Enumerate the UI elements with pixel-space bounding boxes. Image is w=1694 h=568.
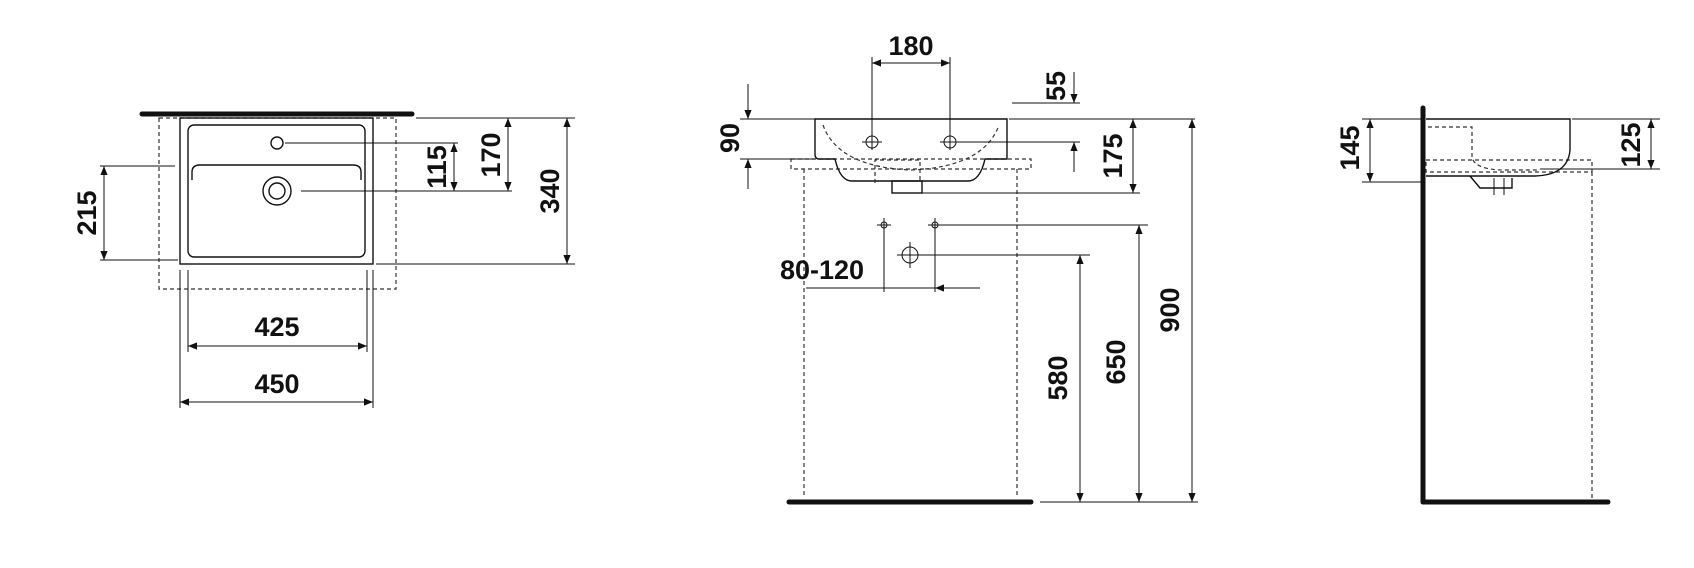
front-view: 180 55 90 175 80-120 580 650 900 xyxy=(715,31,1198,505)
basin-front xyxy=(814,118,1008,182)
dim-175-label: 175 xyxy=(1098,133,1128,178)
dim-180-label: 180 xyxy=(888,31,933,61)
tap-hole xyxy=(270,136,284,150)
drain-outer xyxy=(262,176,292,206)
dim-170-label: 170 xyxy=(476,132,506,177)
dim-80-120-label: 80-120 xyxy=(780,255,864,285)
basin-side xyxy=(1426,118,1571,177)
top-view-outline xyxy=(158,117,397,290)
drain-outlet xyxy=(891,180,923,194)
dim-215-label: 215 xyxy=(72,190,102,235)
dim-90-label: 90 xyxy=(715,123,745,153)
dim-55-label: 55 xyxy=(1041,71,1071,101)
dim-580-label: 580 xyxy=(1043,355,1073,400)
front-countertop-outline xyxy=(790,158,1032,170)
dim-900-label: 900 xyxy=(1155,287,1185,332)
dim-115-label: 115 xyxy=(422,145,452,189)
dim-650-label: 650 xyxy=(1101,339,1131,384)
drain-inner xyxy=(268,182,286,200)
basin-bowl-edge xyxy=(191,164,362,180)
supply-point-left xyxy=(877,218,891,232)
tap-hole-right xyxy=(940,134,960,150)
side-view: 145 125 xyxy=(1335,105,1660,505)
basin-bowl-hidden xyxy=(822,124,1000,171)
side-countertop-outline xyxy=(1425,159,1593,173)
top-view: 215 115 170 340 425 450 xyxy=(72,111,575,408)
dim-425-label: 425 xyxy=(254,312,299,342)
tap-hole-left xyxy=(862,134,882,150)
dim-145-label: 145 xyxy=(1335,125,1365,170)
dim-340-label: 340 xyxy=(535,168,565,213)
supply-point-right xyxy=(928,218,942,232)
dim-450-label: 450 xyxy=(254,369,299,399)
dim-125-label: 125 xyxy=(1616,122,1646,167)
